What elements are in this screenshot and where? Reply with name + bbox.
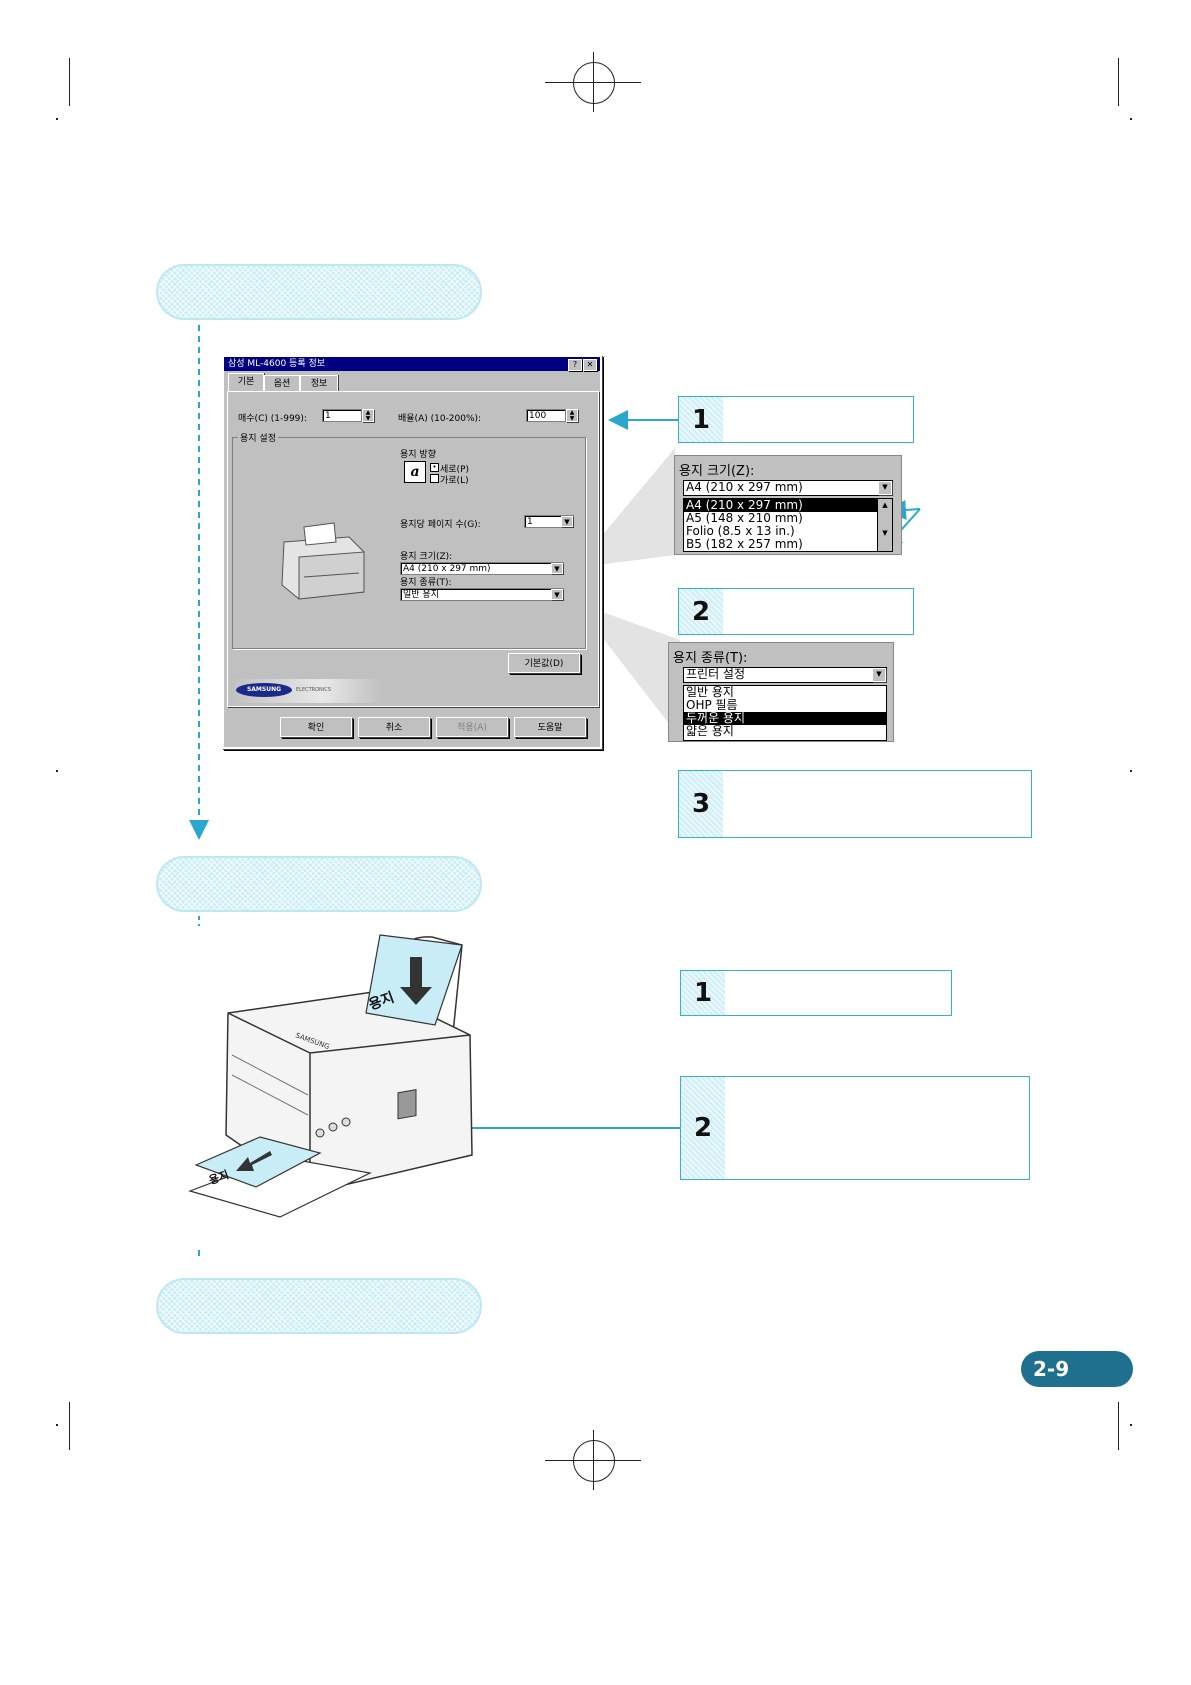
- chevron-down-icon[interactable]: ▼: [872, 668, 886, 682]
- scroll-up-icon[interactable]: ▲: [882, 501, 888, 509]
- pages-per-sheet-value: 1: [527, 517, 533, 527]
- step-number: 3: [679, 771, 723, 837]
- list-item[interactable]: OHP 필름: [686, 698, 738, 712]
- tab-basic[interactable]: 기본: [228, 373, 264, 392]
- zoom-paper-size-value: A4 (210 x 297 mm): [686, 480, 803, 494]
- chevron-down-icon[interactable]: ▼: [878, 481, 892, 495]
- dialog-title: 삼성 ML-4600 등록 정보: [224, 357, 600, 371]
- apply-button[interactable]: 적용(A): [436, 717, 508, 737]
- paper-type-select[interactable]: 일반 용지 ▼: [400, 588, 564, 601]
- samsung-logo-banner: SAMSUNG ELECTRONICS: [232, 679, 382, 703]
- step-number: 1: [681, 971, 725, 1015]
- printer-properties-dialog: 삼성 ML-4600 등록 정보 ? ✕ 기본 옵션 정보 매수(C) (1-9…: [222, 355, 602, 749]
- pages-per-sheet-select[interactable]: 1 ▼: [524, 515, 574, 528]
- pages-per-sheet-label: 용지당 페이지 수(G):: [400, 520, 481, 530]
- list-item[interactable]: A5 (148 x 210 mm): [686, 511, 803, 525]
- paper-size-value: A4 (210 x 297 mm): [403, 564, 491, 574]
- crop-tick: [56, 1424, 58, 1426]
- logo-subtext: ELECTRONICS: [296, 687, 331, 693]
- step-box-1: 1: [678, 396, 914, 443]
- crop-tick: [56, 118, 58, 120]
- zoom-paper-type-panel: 용지 종류(T): 프린터 설정 ▼ 일반 용지 OHP 필름 두꺼운 용지 얇…: [668, 642, 894, 742]
- zoom-paper-type-select[interactable]: 프린터 설정 ▼: [683, 667, 887, 683]
- paper-size-select[interactable]: A4 (210 x 297 mm) ▼: [400, 562, 564, 575]
- paper-size-label: 용지 크기(Z):: [400, 552, 453, 562]
- chevron-down-icon[interactable]: ▼: [561, 516, 573, 527]
- copies-label: 매수(C) (1-999):: [238, 414, 307, 424]
- list-item[interactable]: 일반 용지: [686, 685, 734, 699]
- cancel-button[interactable]: 취소: [358, 717, 430, 737]
- crop-mark: [1118, 58, 1119, 106]
- ok-button[interactable]: 확인: [280, 717, 352, 737]
- paper-type-label: 용지 종류(T):: [400, 578, 452, 588]
- step-box-5: 2: [680, 1076, 1030, 1180]
- landscape-radio[interactable]: [430, 474, 439, 483]
- section-heading-3: [156, 1278, 482, 1334]
- crop-tick: [56, 770, 58, 772]
- step-number: 2: [679, 589, 723, 634]
- printer-preview-image: [281, 522, 365, 600]
- tab-panel: [227, 391, 599, 707]
- list-item[interactable]: B5 (182 x 257 mm): [686, 537, 803, 551]
- crop-mark: [1118, 1402, 1119, 1450]
- help-title-button[interactable]: ?: [568, 359, 582, 371]
- paper-word-bottom: 용지: [207, 1167, 231, 1187]
- crop-tick: [1130, 118, 1132, 120]
- orientation-portrait-icon: a: [404, 461, 426, 483]
- copies-input[interactable]: 1: [322, 409, 362, 422]
- zoom-paper-type-list: 일반 용지 OHP 필름 두꺼운 용지 얇은 용지: [683, 685, 887, 741]
- step-number: 1: [679, 397, 723, 442]
- crop-mark: [69, 58, 70, 106]
- portrait-radio[interactable]: •: [430, 463, 439, 472]
- step-box-3: 3: [678, 770, 1032, 838]
- tab-options[interactable]: 옵션: [264, 375, 300, 392]
- list-item[interactable]: A4 (210 x 297 mm): [684, 499, 892, 512]
- portrait-label: 세로(P): [440, 465, 470, 475]
- zoom-paper-size-panel: 용지 크기(Z): A4 (210 x 297 mm) ▼ A4 (210 x …: [674, 455, 902, 555]
- chevron-down-icon[interactable]: ▼: [551, 563, 563, 574]
- zoom-paper-type-label: 용지 종류(T):: [673, 651, 748, 666]
- landscape-label: 가로(L): [440, 476, 469, 486]
- list-scrollbar[interactable]: ▲ ▼: [877, 499, 892, 551]
- scale-input[interactable]: 100: [526, 409, 566, 422]
- close-title-button[interactable]: ✕: [583, 359, 597, 371]
- zoom-paper-size-list: A4 (210 x 297 mm) A5 (148 x 210 mm) Foli…: [683, 498, 893, 552]
- paper-settings-label: 용지 설정: [238, 431, 278, 444]
- zoom-paper-size-select[interactable]: A4 (210 x 297 mm) ▼: [683, 480, 893, 496]
- scale-label: 배율(A) (10-200%):: [398, 414, 482, 424]
- tab-info[interactable]: 정보: [300, 375, 338, 392]
- samsung-logo: SAMSUNG: [236, 683, 292, 697]
- list-item[interactable]: Folio (8.5 x 13 in.): [686, 524, 795, 538]
- help-button[interactable]: 도움말: [514, 717, 586, 737]
- zoom-paper-type-value: 프린터 설정: [686, 667, 746, 681]
- crop-tick: [1130, 1424, 1132, 1426]
- chevron-down-icon[interactable]: ▼: [551, 589, 563, 600]
- crop-mark: [69, 1402, 70, 1450]
- orientation-label: 용지 방향: [400, 450, 436, 460]
- defaults-button[interactable]: 기본값(D): [508, 653, 580, 673]
- zoom-paper-size-label: 용지 크기(Z):: [679, 464, 755, 479]
- page-number: 2-9: [1033, 1357, 1070, 1381]
- step-box-2: 2: [678, 588, 914, 635]
- printer-illustration: 용지 SAMSUNG 용지: [188, 934, 473, 1218]
- paper-type-value: 일반 용지: [403, 590, 439, 600]
- list-item[interactable]: 얇은 용지: [686, 724, 734, 738]
- page-number-badge: 2-9: [1021, 1351, 1133, 1387]
- copies-spinner[interactable]: ▲▼: [362, 409, 374, 422]
- section-heading-2: [156, 856, 482, 912]
- scale-spinner[interactable]: ▲▼: [566, 409, 578, 422]
- section-heading-1: [156, 264, 482, 320]
- paper-settings-group: [232, 437, 586, 649]
- list-item[interactable]: 두꺼운 용지: [684, 712, 886, 725]
- step-number: 2: [681, 1077, 725, 1179]
- step-box-4: 1: [680, 970, 952, 1016]
- crop-tick: [1130, 770, 1132, 772]
- scroll-down-icon[interactable]: ▼: [882, 529, 888, 537]
